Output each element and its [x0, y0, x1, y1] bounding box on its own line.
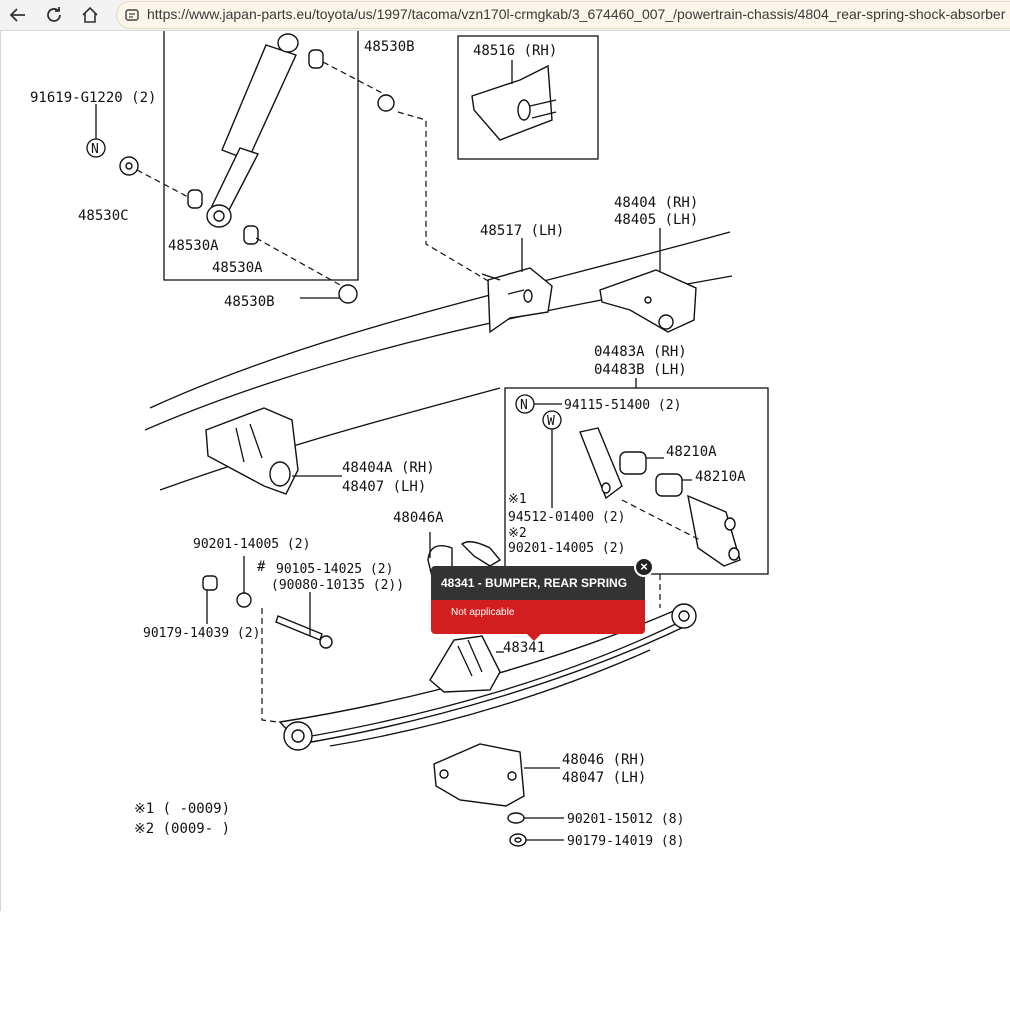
label-48530A-1[interactable]: 48530A — [168, 238, 219, 254]
bolt-90105-14025[interactable] — [275, 615, 333, 649]
washer-90201-14005[interactable] — [236, 592, 252, 608]
label-48530A-2[interactable]: 48530A — [212, 260, 263, 276]
label-48517[interactable]: 48517 (LH) — [480, 223, 564, 239]
label-94512-01400[interactable]: 94512-01400 (2) — [508, 510, 625, 525]
tooltip-status: Not applicable — [431, 600, 645, 634]
label-hash: # — [257, 559, 266, 575]
nut-90179-14039[interactable] — [202, 575, 218, 591]
n-marker-2-text: N — [520, 398, 528, 413]
tooltip-close-button[interactable]: × — [634, 557, 654, 577]
label-90201-15012[interactable]: 90201-15012 (8) — [567, 812, 684, 827]
bumper-48341[interactable] — [429, 635, 501, 693]
label-48404[interactable]: 48404 (RH) — [614, 195, 698, 211]
frame-rail-upper — [149, 231, 731, 409]
bushing-48530A[interactable] — [187, 189, 259, 245]
washer-90201-15012[interactable] — [507, 812, 525, 824]
label-48405[interactable]: 48405 (LH) — [614, 212, 698, 228]
site-settings-icon[interactable] — [124, 7, 140, 23]
browser-toolbar: https://www.japan-parts.eu/toyota/us/199… — [0, 0, 1010, 31]
reload-icon — [47, 7, 61, 22]
bracket-48404A[interactable] — [205, 407, 299, 495]
label-48046[interactable]: 48046 (RH) — [562, 752, 646, 768]
page-left-border — [0, 31, 1, 911]
label-91619-G1220[interactable]: 91619-G1220 (2) — [30, 90, 156, 106]
label-04483B[interactable]: 04483B (LH) — [594, 362, 687, 378]
bracket-48516[interactable] — [471, 64, 557, 141]
n-marker-1-text: N — [91, 142, 99, 157]
label-48404A[interactable]: 48404A (RH) — [342, 460, 435, 476]
label-48530B-top[interactable]: 48530B — [364, 39, 415, 55]
tooltip-arrow — [527, 634, 541, 641]
reload-button[interactable] — [42, 3, 66, 27]
label-90080-10135[interactable]: (90080-10135 (2)) — [271, 578, 404, 593]
parts-diagram: N N W — [30, 31, 769, 849]
legend-note-2: ※2 (0009- ) — [134, 821, 230, 837]
tooltip-title: 48341 - BUMPER, REAR SPRING — [431, 566, 645, 600]
label-90105-14025[interactable]: 90105-14025 (2) — [276, 562, 393, 577]
label-48530C[interactable]: 48530C — [78, 208, 129, 224]
bushing-48530B-top[interactable] — [308, 49, 395, 112]
part-tooltip: 48341 - BUMPER, REAR SPRING Not applicab… — [431, 566, 645, 641]
spring-seat-48046[interactable] — [433, 743, 525, 807]
label-note-1: ※1 — [508, 492, 527, 507]
label-48046A[interactable]: 48046A — [393, 510, 444, 526]
label-48210A-2[interactable]: 48210A — [695, 469, 746, 485]
label-48210A-1[interactable]: 48210A — [666, 444, 717, 460]
back-button[interactable] — [6, 3, 30, 27]
label-90201-14005-right[interactable]: 90201-14005 (2) — [508, 541, 625, 556]
label-48341[interactable]: 48341 — [503, 640, 545, 656]
url-text[interactable]: https://www.japan-parts.eu/toyota/us/199… — [147, 6, 1006, 22]
home-button[interactable] — [78, 3, 102, 27]
nut-90179-14019[interactable] — [509, 833, 527, 847]
hanger-48404[interactable] — [599, 269, 697, 333]
bushing-48530B-bottom[interactable] — [338, 284, 358, 304]
label-90179-14019[interactable]: 90179-14019 (8) — [567, 834, 684, 849]
shock-absorber[interactable] — [206, 33, 299, 228]
back-arrow-icon — [9, 8, 25, 22]
legend-note-1: ※1 ( -0009) — [134, 801, 230, 817]
shock-group-box — [163, 31, 359, 281]
bracket-48517[interactable] — [481, 267, 553, 334]
bushing-48210A[interactable] — [619, 451, 683, 497]
label-90201-14005-left[interactable]: 90201-14005 (2) — [193, 537, 310, 552]
w-marker-text: W — [547, 414, 555, 429]
home-icon — [82, 6, 98, 23]
address-bar[interactable]: https://www.japan-parts.eu/toyota/us/199… — [116, 1, 1010, 29]
leaf-spring[interactable] — [278, 603, 697, 751]
shackle-u-bolt[interactable] — [687, 494, 741, 567]
label-48530B-bottom[interactable]: 48530B — [224, 294, 275, 310]
label-48407[interactable]: 48407 (LH) — [342, 479, 426, 495]
shackle-plate[interactable] — [579, 427, 623, 500]
label-90179-14039[interactable]: 90179-14039 (2) — [143, 626, 260, 641]
label-note-2: ※2 — [508, 526, 527, 541]
label-48047[interactable]: 48047 (LH) — [562, 770, 646, 786]
close-icon: × — [640, 559, 648, 574]
bushing-48530C[interactable] — [119, 156, 139, 176]
label-04483A[interactable]: 04483A (RH) — [594, 344, 687, 360]
inset-48516-box — [457, 35, 599, 160]
label-94115-51400[interactable]: 94115-51400 (2) — [564, 398, 681, 413]
label-48516[interactable]: 48516 (RH) — [473, 43, 557, 59]
